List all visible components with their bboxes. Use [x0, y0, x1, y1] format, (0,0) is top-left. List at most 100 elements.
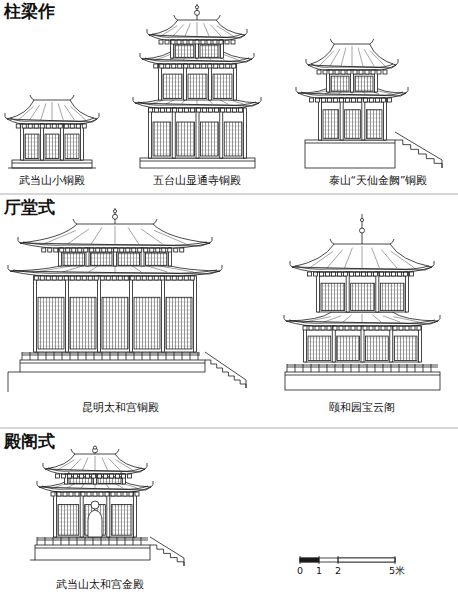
ridge-ornament	[30, 95, 74, 100]
bracket	[308, 272, 312, 276]
bracket	[392, 272, 396, 276]
tile-line	[197, 22, 198, 36]
column	[419, 326, 422, 362]
railing-post	[319, 364, 320, 372]
tile-line	[71, 107, 86, 121]
bracket	[382, 98, 386, 102]
tile-line	[362, 314, 363, 322]
bracket	[177, 40, 181, 44]
hall-body	[160, 64, 235, 100]
column	[21, 124, 24, 160]
hall-body	[320, 98, 385, 140]
bracket	[64, 276, 68, 280]
scale-segment	[338, 558, 395, 562]
bracket	[116, 474, 120, 478]
tile-line	[36, 266, 71, 272]
column	[80, 492, 83, 537]
column	[196, 40, 199, 58]
statue	[88, 510, 102, 537]
column	[172, 108, 175, 158]
lattice-door	[153, 122, 171, 156]
bracket	[87, 492, 91, 496]
bracket	[52, 276, 56, 280]
bracket	[34, 276, 38, 280]
railing-post	[77, 537, 78, 545]
bracket	[174, 248, 178, 252]
bracket	[124, 276, 128, 280]
column	[317, 272, 320, 312]
stair-rail	[205, 352, 246, 388]
railing-post	[54, 352, 55, 360]
bracket	[340, 98, 344, 102]
railing-post	[423, 364, 424, 372]
bracket	[339, 326, 343, 330]
bracket	[56, 474, 60, 478]
bracket	[352, 98, 356, 102]
platform	[35, 545, 150, 560]
bracket	[344, 272, 348, 276]
railing-post	[110, 352, 111, 360]
bracket	[376, 98, 380, 102]
column	[390, 326, 393, 362]
bracket	[326, 272, 330, 276]
bracket	[92, 474, 96, 478]
lattice-door	[65, 134, 79, 158]
platform	[20, 360, 205, 372]
finial-ball	[113, 210, 116, 213]
lattice-door	[366, 336, 389, 360]
column	[319, 98, 322, 140]
tile-line	[116, 460, 133, 470]
bracket	[314, 272, 318, 276]
bracket	[28, 124, 32, 128]
railing-post	[303, 364, 304, 372]
tile-line	[343, 315, 352, 322]
platform-line	[20, 363, 205, 364]
railing-post	[134, 352, 135, 360]
column	[361, 326, 364, 362]
scale-tick	[338, 556, 339, 564]
railing-post	[37, 537, 38, 545]
ground	[30, 560, 35, 561]
railing-post	[431, 364, 432, 372]
hall-body	[60, 248, 170, 266]
railing	[37, 538, 148, 540]
bracket	[54, 248, 58, 252]
bracket	[369, 326, 373, 330]
bracket	[309, 326, 313, 330]
railing-post	[69, 537, 70, 545]
ground	[8, 372, 20, 392]
railing-post	[38, 352, 39, 360]
bracket	[196, 64, 200, 68]
lattice-door	[177, 122, 195, 156]
finial-ball	[195, 6, 198, 9]
lattice-door	[38, 297, 64, 349]
bracket	[233, 108, 237, 112]
section-rule	[0, 194, 458, 195]
bracket	[154, 64, 158, 68]
tile-line	[345, 248, 353, 268]
bracket	[144, 248, 148, 252]
bracket	[327, 326, 331, 330]
column	[340, 98, 343, 140]
tile-line	[154, 231, 186, 245]
bracket	[221, 108, 225, 112]
lattice-door	[91, 253, 113, 265]
tile-line	[327, 250, 343, 269]
bracket	[69, 492, 73, 496]
column	[196, 108, 199, 158]
bracket	[81, 492, 85, 496]
bracket	[118, 276, 122, 280]
bracket	[191, 108, 195, 112]
lattice-door	[146, 253, 168, 265]
bracket	[195, 40, 199, 44]
bracket	[63, 492, 67, 496]
bracket	[338, 272, 342, 276]
railing-post	[327, 364, 328, 372]
lattice-door	[337, 336, 360, 360]
column	[244, 108, 247, 158]
railing	[22, 353, 200, 355]
bracket	[102, 248, 106, 252]
railing-post	[45, 537, 46, 545]
bracket	[46, 124, 50, 128]
lattice-door	[308, 336, 331, 360]
